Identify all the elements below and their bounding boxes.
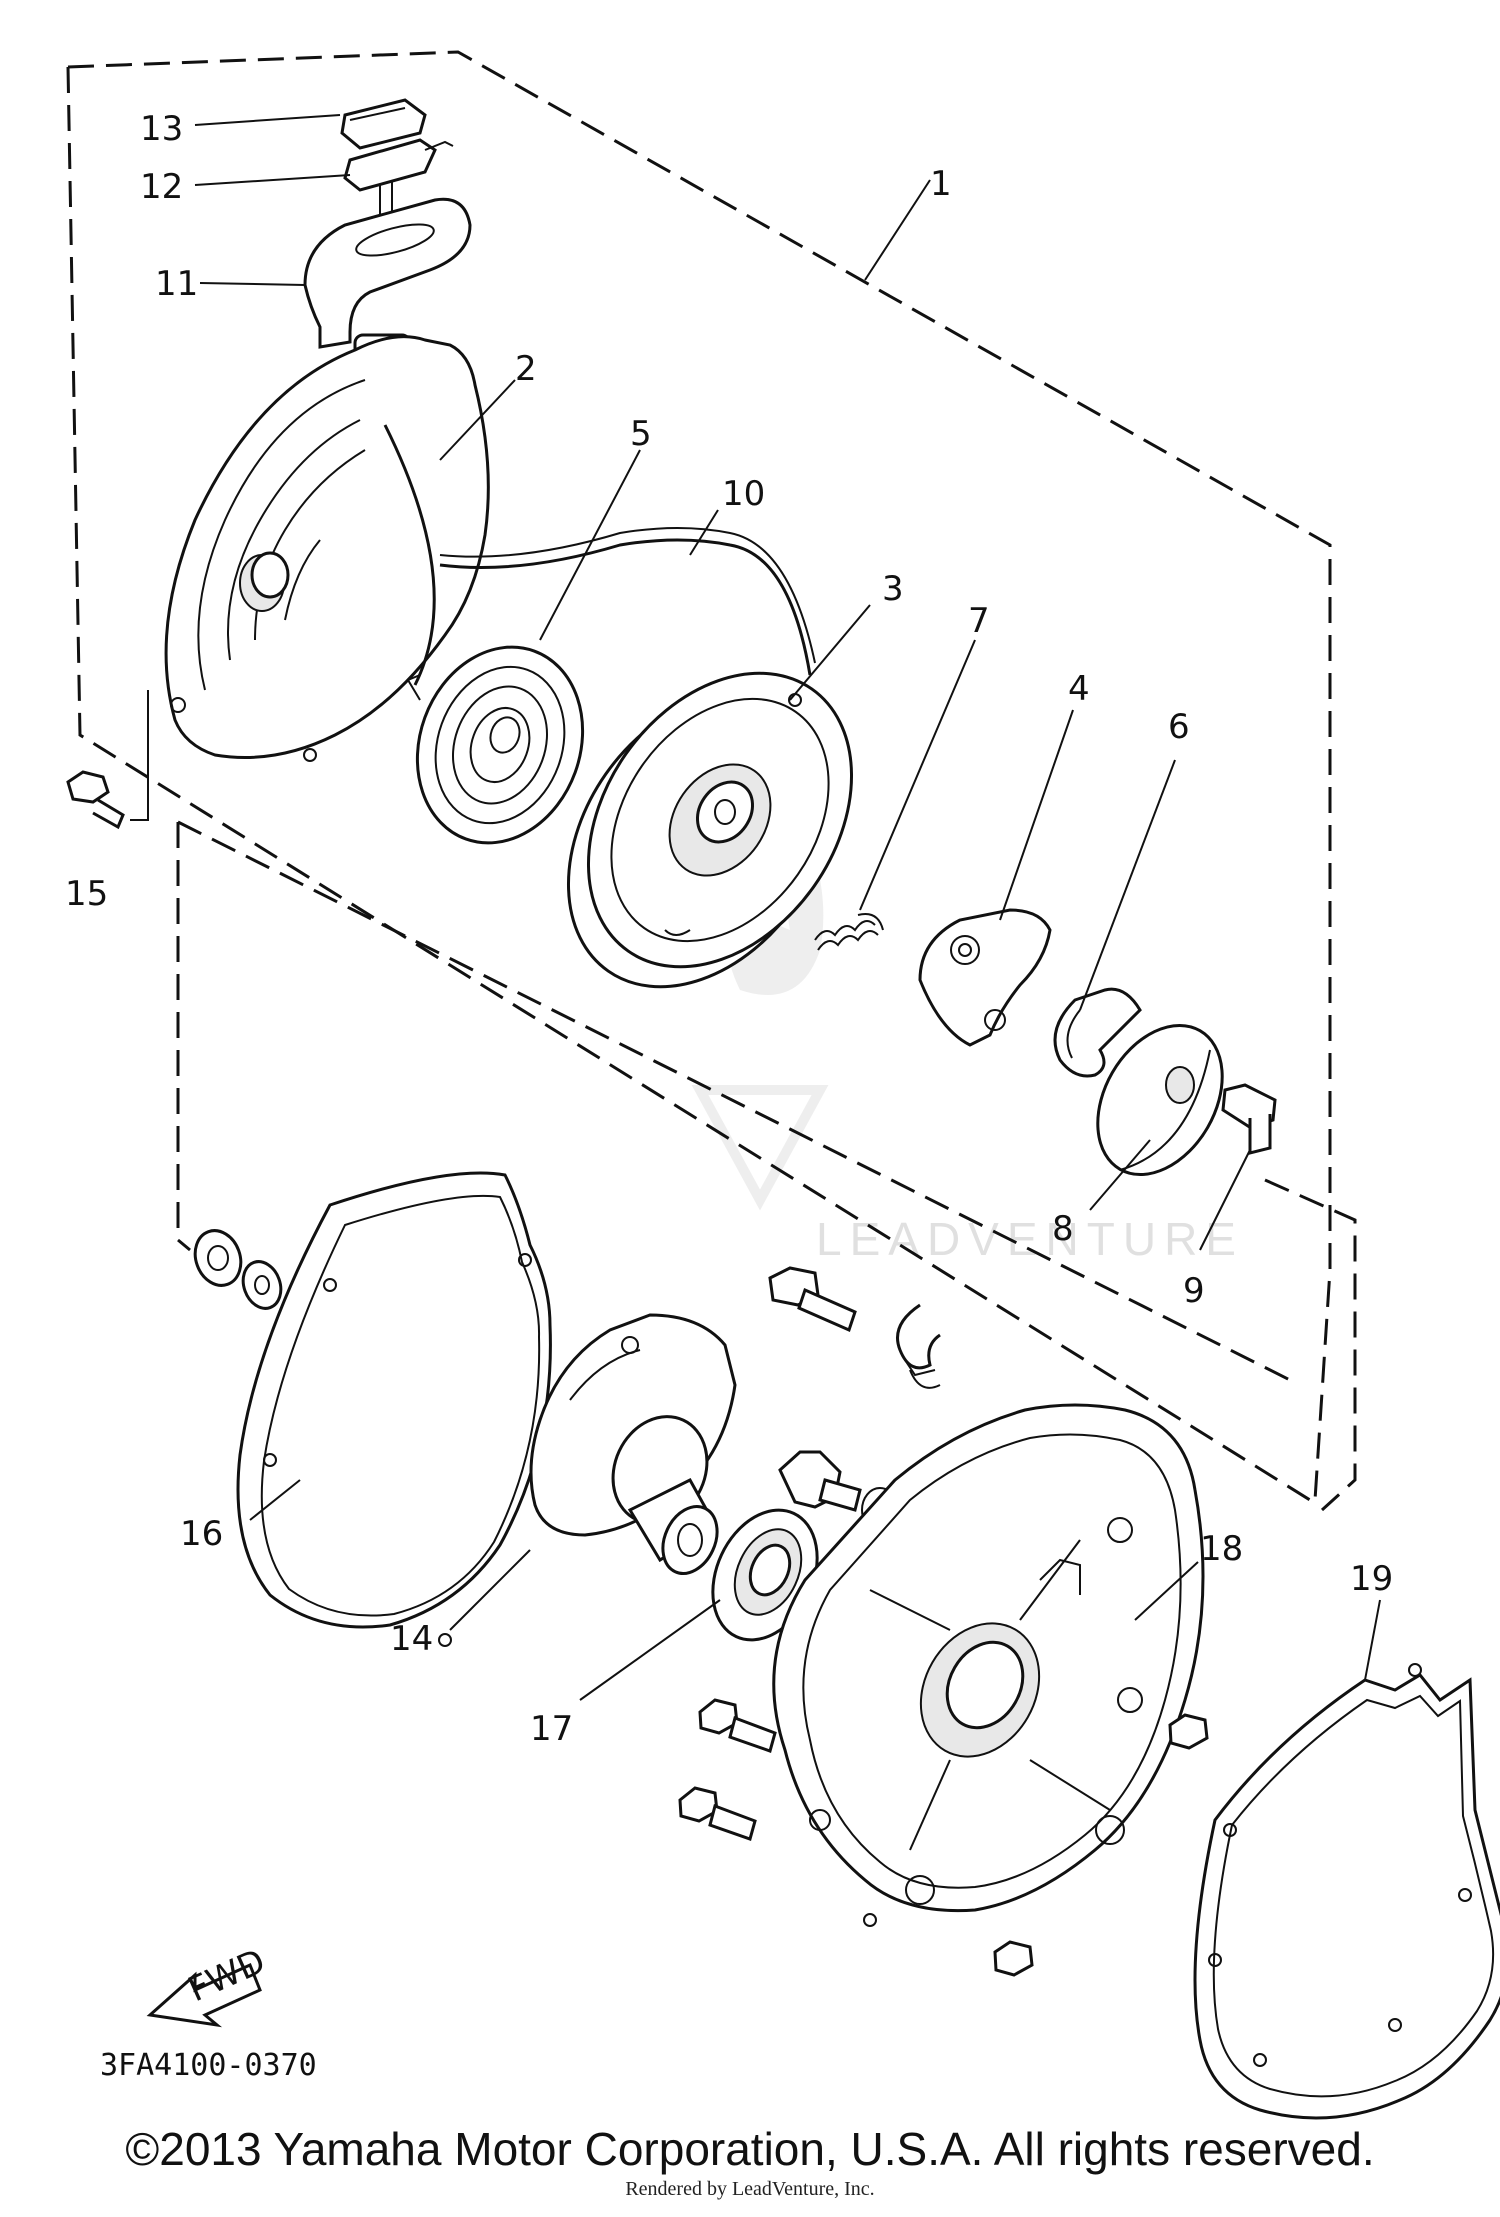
part-15-bolt	[66, 770, 125, 830]
leader-lines	[194, 114, 1381, 1701]
callout-13: 13	[140, 109, 183, 149]
callout-5: 5	[630, 414, 652, 454]
part-18-cover	[772, 1403, 1205, 1927]
callout-15: 15	[65, 874, 108, 914]
callout-1: 1	[930, 164, 952, 204]
callout-10: 10	[722, 474, 765, 514]
callout-18: 18	[1200, 1529, 1243, 1569]
callout-17: 17	[530, 1709, 573, 1749]
callout-14: 14	[390, 1619, 433, 1659]
lower-outline-2	[177, 820, 1291, 1382]
right-outline	[1264, 1178, 1357, 1512]
part-8-plate	[1096, 1023, 1224, 1177]
part-6-clip	[1053, 987, 1142, 1078]
part-19-gasket	[1193, 1663, 1500, 2120]
assembly-outline	[67, 50, 1332, 1501]
diagram-code: 3FA4100-0370	[100, 2048, 317, 2083]
fittings-lower	[678, 1698, 1209, 1977]
callout-3: 3	[882, 569, 904, 609]
assembly-outline-left	[66, 66, 1311, 1502]
part-7-spring	[814, 913, 884, 951]
part-13-cap	[340, 98, 427, 150]
callout-12: 12	[140, 167, 183, 207]
copyright-text: ©2013 Yamaha Motor Corporation, U.S.A. A…	[125, 2123, 1375, 2175]
lower-outline	[176, 822, 191, 1252]
bolt15-bracket	[130, 690, 149, 821]
callout-6: 6	[1168, 707, 1190, 747]
nut-washer	[193, 1229, 283, 1310]
watermark-text: LEADVENTURE	[816, 1213, 1244, 1265]
callout-11: 11	[155, 264, 198, 304]
fwd-arrow: FWD	[146, 1941, 271, 2028]
part-4-ratchet	[918, 908, 1052, 1047]
callout-4: 4	[1068, 669, 1090, 709]
callout-8: 8	[1052, 1209, 1074, 1249]
part-3-pulley	[566, 671, 854, 989]
callout-9: 9	[1183, 1271, 1205, 1311]
callout-2: 2	[515, 349, 537, 389]
fittings-upper	[768, 1266, 941, 1533]
part-2-starter-case	[164, 335, 816, 762]
callout-7: 7	[968, 601, 990, 641]
callout-16: 16	[180, 1514, 223, 1554]
part-16-gasket	[236, 1171, 552, 1647]
part-9-bolt	[1221, 1083, 1277, 1155]
callout-19: 19	[1350, 1559, 1393, 1599]
part-5-spring	[406, 645, 585, 845]
callout-numbers: 1 2 3 4 5 6 7 8 9 10 11 12 13 14 15 16 1…	[65, 109, 1393, 1749]
rendered-by-text: Rendered by LeadVenture, Inc.	[625, 2178, 875, 2200]
part-14-housing	[529, 1313, 737, 1575]
